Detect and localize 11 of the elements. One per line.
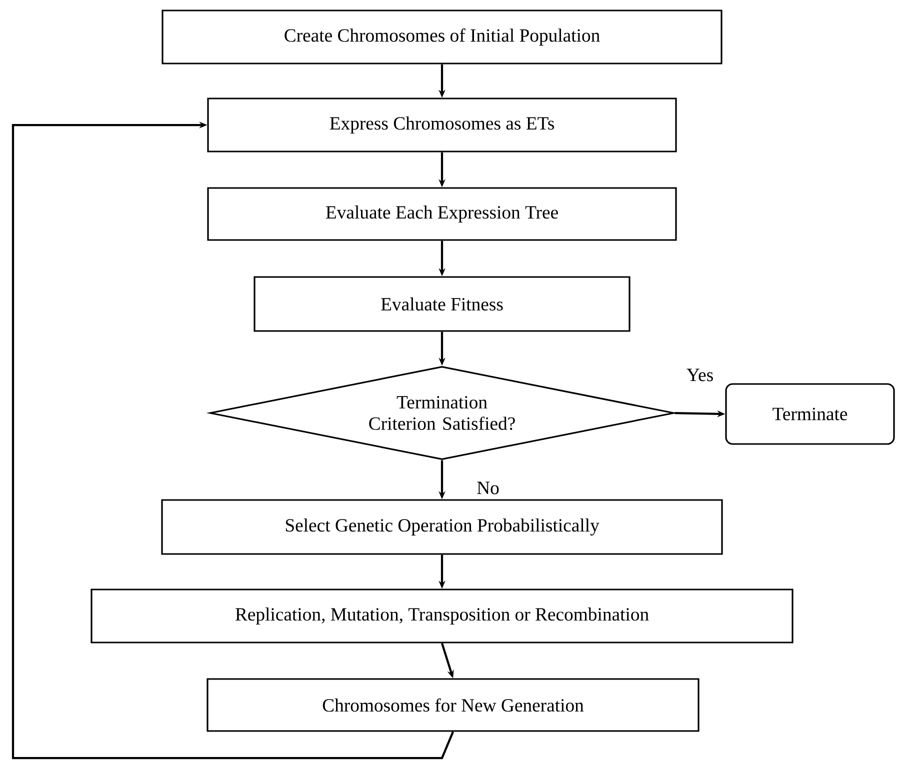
arrow [12,122,454,760]
process-box: Create Chromosomes of Initial Population [162,10,722,64]
process-box: Evaluate Fitness [254,276,630,332]
process-box: Replication, Mutation, Transposition or Recombination [90,588,794,644]
process-box: Express Chromosomes as ETs [207,98,677,152]
edge-label: Yes [685,367,715,383]
edge-label: No [475,480,501,496]
process-box: Chromosomes for New Generation [206,678,700,732]
terminal-box: Terminate [725,383,895,445]
process-box: Select Genetic Operation Probabilistically [161,499,723,555]
process-box: Evaluate Each Expression Tree [207,187,677,241]
